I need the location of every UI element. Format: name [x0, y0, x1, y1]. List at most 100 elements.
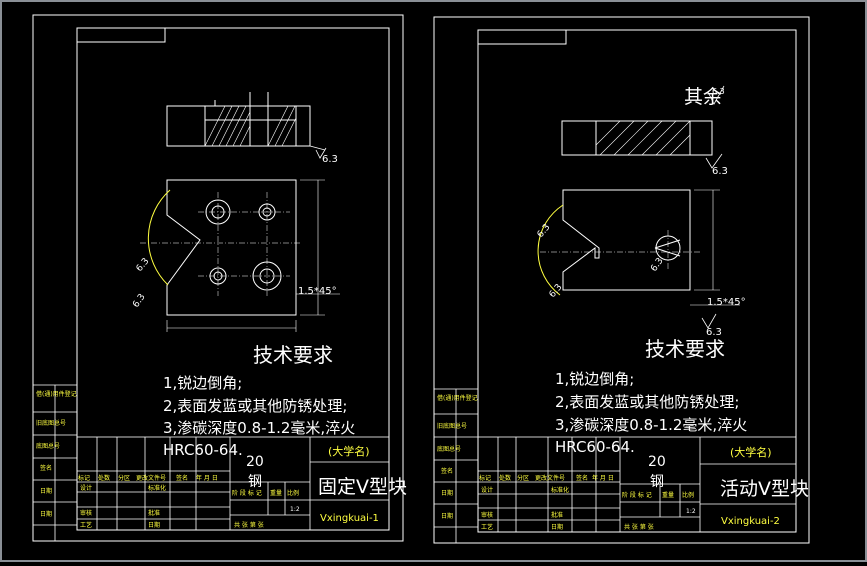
sheet-2-tech-line-1: 1,锐边倒角; — [555, 370, 634, 388]
sheet-2-quantity: 20 — [648, 454, 666, 470]
sheet-1-roughness-top: 6.3 — [322, 154, 338, 165]
sheet-1-code-box — [76, 27, 166, 43]
sheet-1-roughness-symbol — [315, 147, 327, 159]
sheet-2-tb-sheet: 共 张 第 张 — [624, 523, 654, 531]
sheet-2-roughness-bottom: 6.3 — [706, 327, 722, 338]
sheet-2-title: 活动V型块 — [720, 478, 809, 500]
sheet-2-tb-review: 审核 — [481, 511, 493, 519]
sheet-1-title-block — [76, 436, 390, 531]
sheet-2-side-label-5: 日期 — [441, 512, 453, 520]
sheet-1-tb-mark: 标记 — [78, 474, 90, 482]
sheet-1-front-view — [166, 179, 297, 316]
sheet-2-tb-mark: 标记 — [479, 474, 491, 482]
sheet-1-tb-changeno: 更改文件号 — [136, 474, 166, 482]
sheet-1-tb-stage: 阶 段 标 记 — [232, 489, 262, 497]
sheet-1-chamfer-note: 1.5*45° — [298, 286, 337, 297]
sheet-1-code: Vxingkuai-1 — [320, 513, 379, 524]
sheet-2-front-view — [562, 189, 691, 291]
sheet-1-tb-count: 处数 — [98, 474, 110, 482]
sheet-2-hatch — [595, 120, 691, 156]
sheet-1-top-view — [166, 92, 311, 147]
sheet-2-roughness-top: 6.3 — [712, 166, 728, 177]
sheet-1-left-strip — [33, 384, 77, 541]
sheet-1: 借(通)用件登记 旧底图总号 底图总号 签名 日期 日期 — [32, 14, 407, 542]
sheet-1-tb-date2: 日期 — [148, 521, 160, 529]
sheet-2-side-label-0: 借(通)用件登记 — [437, 394, 478, 402]
sheet-1-tb-scale-label: 比例 — [287, 489, 299, 497]
sheet-1-tb-review: 审核 — [80, 509, 92, 517]
sheet-2-side-label-4: 日期 — [441, 489, 453, 497]
sheet-2-tb-zone: 分区 — [517, 474, 529, 482]
sheet-1-material: 钢 — [248, 474, 262, 490]
sheet-2-title-block — [477, 436, 797, 533]
sheet-2-rest-label: 其余 — [684, 86, 722, 108]
sheet-1-hatch — [204, 105, 297, 147]
sheet-1-side-label-0: 借(通)用件登记 — [36, 390, 77, 398]
sheet-2-tb-count: 处数 — [499, 474, 511, 482]
sheet-2-outer-frame — [433, 16, 810, 544]
sheet-2-side-label-3: 签名 — [441, 467, 453, 475]
sheet-1-school: (大学名) — [328, 444, 370, 458]
sheet-1-side-label-2: 底图总号 — [36, 442, 60, 450]
sheet-2-tech-line-4: HRC60-64. — [555, 438, 635, 456]
sheet-2-dimensions — [690, 189, 740, 306]
sheet-2-school: (大学名) — [730, 445, 772, 459]
sheet-1-tb-sheet: 共 张 第 张 — [234, 521, 264, 529]
sheet-2-code: Vxingkuai-2 — [721, 516, 780, 527]
sheet-1-arc-dim — [147, 189, 171, 286]
sheet-1-tech-line-3: 3,渗碳深度0.8-1.2毫米,淬火 — [163, 419, 355, 437]
sheet-2-material: 钢 — [650, 474, 664, 490]
sheet-2-rest-roughness-symbol — [707, 85, 725, 105]
sheet-1-tb-scale: 1:2 — [290, 506, 300, 513]
sheet-1-side-label-3: 签名 — [40, 464, 52, 472]
sheet-2-tb-scale-label: 比例 — [682, 491, 694, 499]
sheet-2-arc-dim — [537, 204, 564, 296]
sheet-1-side-label-5: 日期 — [40, 510, 52, 518]
sheet-1-tb-sign: 签名 — [176, 474, 188, 482]
sheet-1-tech-line-1: 1,锐边倒角; — [163, 374, 242, 392]
sheet-1-outer-frame — [32, 14, 404, 542]
sheet-2-top-view — [561, 120, 713, 156]
sheet-2-tb-approve: 批准 — [551, 511, 563, 519]
sheet-2-roughness-symbol-b — [701, 313, 717, 329]
sheet-1-side-label-1: 旧底图总号 — [36, 419, 66, 427]
sheet-1-side-label-4: 日期 — [40, 487, 52, 495]
sheet-1-tb-date: 年 月 日 — [196, 474, 218, 482]
sheet-2-code-box — [477, 29, 567, 45]
sheet-2-tb-stage: 阶 段 标 记 — [622, 491, 652, 499]
sheet-2-tb-date2: 日期 — [551, 523, 563, 531]
sheet-2-roughness-symbol — [705, 153, 723, 169]
sheet-2-tb-weight: 重量 — [662, 491, 674, 499]
sheet-1-roughness-side-b: 6.3 — [131, 292, 147, 309]
sheet-2-tb-sign: 签名 — [576, 474, 588, 482]
sheet-2-tb-process: 工艺 — [481, 523, 493, 531]
sheet-2-tech-line-2: 2,表面发蓝或其他防锈处理; — [555, 393, 739, 411]
sheet-1-tech-line-4: HRC60-64. — [163, 441, 243, 459]
sheet-1-centerlines — [140, 192, 300, 296]
sheet-1-roughness-side-a: 6.3 — [135, 257, 152, 274]
sheet-2-roughness-side-a: 6.3 — [536, 223, 553, 240]
sheet-1-title: 固定V型块 — [318, 476, 407, 498]
sheet-2-left-strip — [434, 388, 478, 543]
sheet-2-tb-changeno: 更改文件号 — [535, 474, 565, 482]
sheet-1-tb-standard: 标准化 — [148, 484, 166, 492]
sheet-2-side-label-1: 旧底图总号 — [437, 422, 467, 430]
sheet-2-chamfer-note: 1.5*45° — [707, 297, 746, 308]
sheet-2: 借(通)用件登记 旧底图总号 底图总号 签名 日期 日期 其余 6.3 6.3 — [433, 16, 810, 544]
sheet-1-tech-title: 技术要求 — [253, 343, 333, 367]
sheet-2-tb-date: 年 月 日 — [592, 474, 614, 482]
sheet-2-tb-scale: 1:2 — [686, 508, 696, 515]
sheet-2-tb-standard: 标准化 — [551, 486, 569, 494]
sheet-1-tb-design: 设计 — [80, 484, 92, 492]
sheet-1-tb-weight: 重量 — [270, 489, 282, 497]
sheet-1-tb-process: 工艺 — [80, 521, 92, 529]
sheet-1-quantity: 20 — [246, 454, 264, 470]
sheet-1-tb-zone: 分区 — [118, 474, 130, 482]
sheet-2-tech-line-3: 3,渗碳深度0.8-1.2毫米,淬火 — [555, 416, 747, 434]
sheet-2-tb-design: 设计 — [481, 486, 493, 494]
sheet-1-tech-line-2: 2,表面发蓝或其他防锈处理; — [163, 397, 347, 415]
sheet-2-tech-title: 技术要求 — [645, 337, 725, 361]
